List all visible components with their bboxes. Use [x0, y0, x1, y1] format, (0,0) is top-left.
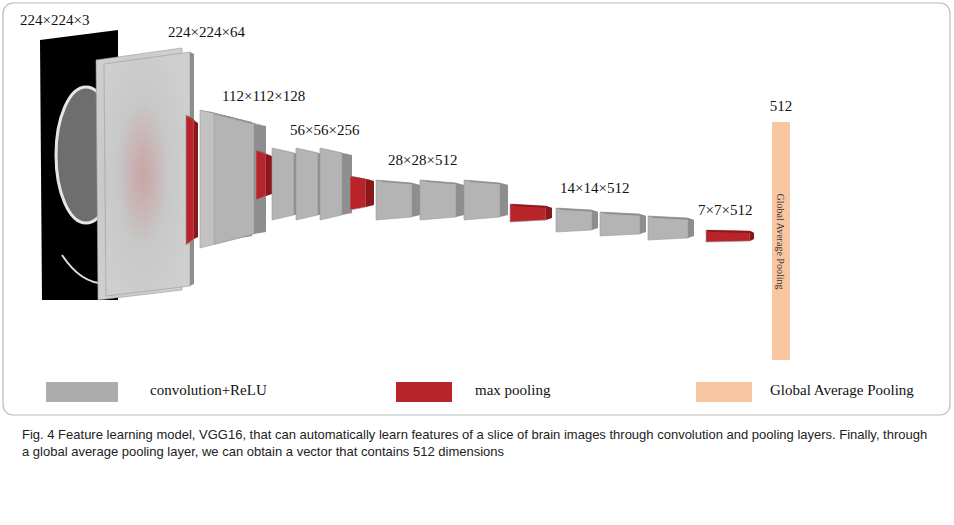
conv-56-b-face [296, 148, 318, 220]
pool-4-side [546, 206, 552, 220]
pool-5-top [706, 230, 754, 233]
conv-28-a-top [376, 180, 420, 185]
conv-56-a-face [272, 148, 294, 220]
conv-14-c-side [688, 218, 694, 238]
conv-14-b-face [600, 212, 640, 236]
pool-3-face [350, 176, 366, 210]
conv-28-b-side [456, 183, 464, 217]
pool-1-top [186, 115, 198, 123]
pool-3-top [350, 176, 374, 181]
legend-text: convolution+ReLU [150, 382, 267, 399]
gap-bar-text: Global Average Pooling [776, 193, 787, 289]
pool-2-top [256, 150, 272, 156]
legend-swatch [696, 382, 752, 402]
conv-56-c-face [320, 148, 342, 220]
figure-caption: Fig. 4 Feature learning model, VGG16, th… [22, 426, 934, 460]
layer-blocks [40, 30, 754, 300]
conv-28-c-face [464, 180, 500, 220]
dimension-label: 112×112×128 [222, 88, 305, 105]
conv-56-c-top [320, 148, 352, 155]
legend-swatch [396, 382, 452, 402]
conv-14-a-side [592, 210, 598, 230]
pool-3-side [366, 179, 374, 207]
figure-frame [3, 3, 950, 415]
dimension-label: 7×7×512 [698, 202, 752, 219]
conv-28-a-side [412, 183, 420, 217]
pool-1-side [194, 121, 198, 239]
legend-text: max pooling [475, 382, 550, 399]
conv-14-c-face [648, 216, 688, 240]
dimension-label: 56×56×256 [290, 122, 359, 139]
conv-112-b-side [254, 124, 266, 234]
vector-size-label: 512 [770, 98, 793, 115]
dimension-label: 14×14×512 [560, 180, 629, 197]
conv-14-c-top [648, 216, 694, 220]
conv-28-a-face [376, 180, 412, 220]
conv-14-a-face [556, 208, 592, 232]
conv-28-b-top [420, 180, 464, 185]
conv-14-b-side [640, 214, 646, 234]
conv-224-b [104, 52, 190, 296]
conv-112-b-face [214, 114, 254, 244]
pool-2-face [256, 150, 266, 200]
pool-4-top [510, 204, 552, 208]
gap-bar: 512Global Average Pooling [772, 122, 790, 360]
conv-112-b-top [214, 114, 266, 126]
conv-28-c-side [500, 183, 508, 217]
pool-1-face [186, 115, 194, 245]
dimension-label: 28×28×512 [388, 152, 457, 169]
conv-14-a-top [556, 208, 598, 212]
dimension-label: 224×224×64 [168, 24, 245, 41]
conv-28-c-top [464, 180, 508, 185]
conv-14-b-top [600, 212, 646, 216]
pool-2-side [266, 154, 272, 196]
legend-swatch [46, 382, 118, 402]
conv-28-b-face [420, 180, 456, 220]
dimension-label: 224×224×3 [20, 12, 89, 29]
legend-text: Global Average Pooling [770, 382, 914, 399]
